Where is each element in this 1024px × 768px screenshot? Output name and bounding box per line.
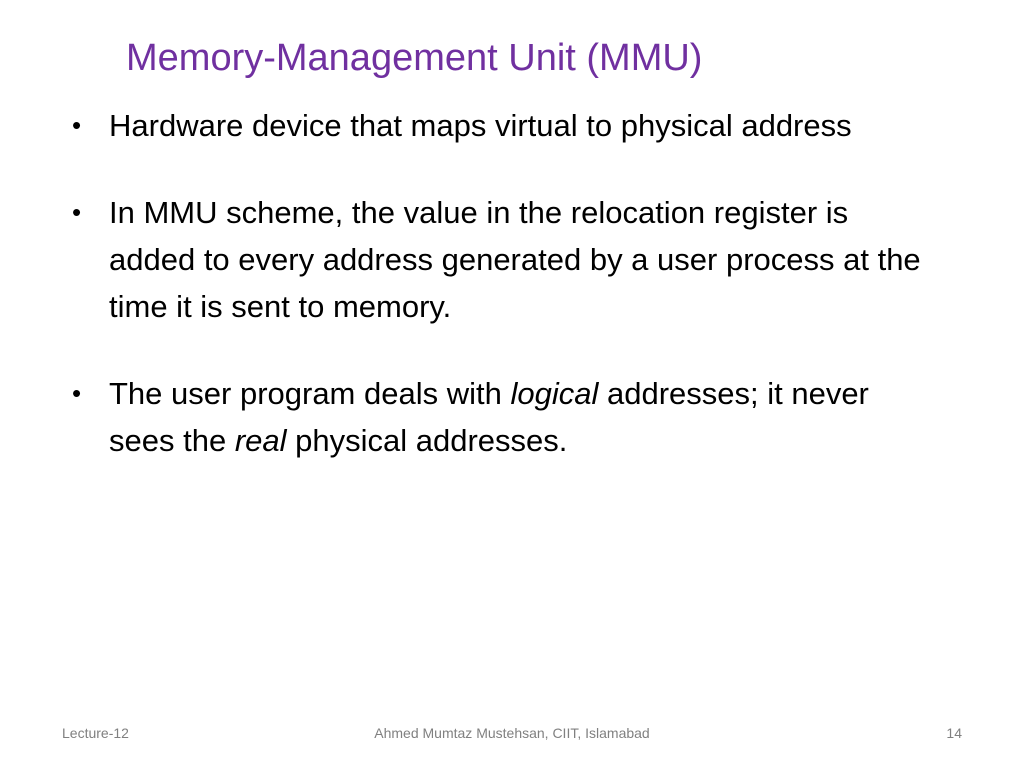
bullet-text: Hardware device that maps virtual to phy… — [109, 108, 852, 143]
bullet-list: • Hardware device that maps virtual to p… — [72, 102, 932, 464]
italic-term-real: real — [234, 423, 287, 458]
bullet-text-part-3: physical addresses. — [286, 423, 568, 458]
slide-title: Memory-Management Unit (MMU) — [126, 37, 703, 79]
italic-term-logical: logical — [510, 376, 599, 411]
bullet-dot-icon: • — [72, 110, 82, 140]
footer-lecture-label: Lecture-12 — [62, 725, 129, 741]
bullet-text: In MMU scheme, the value in the relocati… — [109, 195, 921, 324]
footer-author-label: Ahmed Mumtaz Mustehsan, CIIT, Islamabad — [374, 725, 650, 741]
bullet-text-part-1: The user program deals with — [109, 376, 511, 411]
bullet-text-part-2: addresses; it never sees the — [109, 376, 869, 458]
footer-page-number: 14 — [946, 725, 962, 741]
bullet-dot-icon: • — [72, 378, 82, 408]
bullet-dot-icon: • — [72, 197, 82, 227]
bullet-item-hardware-device: • Hardware device that maps virtual to p… — [72, 102, 932, 149]
bullet-item-mmu-scheme: • In MMU scheme, the value in the reloca… — [72, 189, 932, 330]
bullet-item-logical-addresses: • The user program deals with logical ad… — [72, 370, 932, 464]
